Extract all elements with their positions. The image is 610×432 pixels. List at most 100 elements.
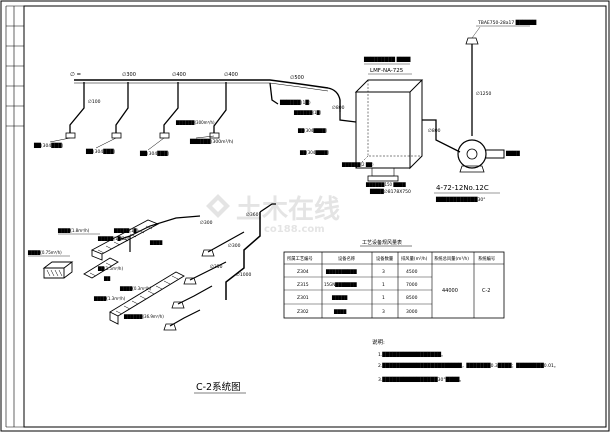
watermark-brand-cn: 土木在线 [236, 195, 340, 225]
svg-text:Z304: Z304 [297, 269, 309, 275]
svg-text:██████████: ██████████ [325, 269, 358, 274]
watermark-logo-icon [206, 194, 230, 218]
dust-collector-unit [354, 79, 424, 182]
label: ██(1.5m³/h) [97, 266, 123, 271]
watermark-brand-en: co188.com [264, 224, 325, 235]
workbench-upper [90, 219, 160, 261]
main-duct [74, 79, 329, 89]
label: ████(1.3m³/h) [93, 296, 126, 301]
svg-text:Z302: Z302 [297, 309, 309, 315]
table-header: 设备名称 [338, 255, 356, 262]
workbench-middle [83, 257, 119, 279]
svg-text:█████: █████ [331, 295, 348, 300]
inner-frame [23, 5, 607, 428]
table-row: Z302 ████ 3 3000 [297, 309, 418, 315]
branch-label: ██(304████) [299, 150, 330, 155]
label: ██████(36.9m³/h) [123, 314, 164, 319]
leg-label: ██(304███) [85, 148, 116, 155]
note-item: 3.████████████████30°████。 [378, 376, 464, 383]
svg-text:3: 3 [382, 309, 385, 315]
duct-to-fan [422, 119, 461, 153]
table-row: Z301 █████ 1 8500 [297, 295, 418, 301]
unit-top-label: █████████ ████ [363, 56, 411, 63]
branch-drops [65, 82, 279, 139]
label: █████(1█) [113, 228, 139, 233]
svg-text:3000: 3000 [406, 309, 418, 315]
table-header: 设备数量 [376, 255, 394, 262]
base-label: ██████150 ████ [365, 182, 407, 187]
label: ████(0.75m³/h) [27, 250, 62, 255]
label: ████ [149, 240, 163, 245]
pipe-label: ∅1250 [476, 91, 492, 97]
workbench-left [42, 261, 74, 279]
pipe-label: ∅800 [428, 128, 441, 134]
table-header: 排风量(m³/h) [401, 255, 428, 262]
fan-top-label: TBAE750-28a17 ██████ [477, 19, 537, 26]
equipment-table: 工艺设备规风量表 所属工艺编号 设备名称 设备数量 排风量(m³/h) 系统总风… [283, 239, 505, 319]
duct-to-unit [327, 87, 341, 112]
fan-model: 4-72-12No.12C [436, 184, 489, 192]
pipe-label: ∅100 [88, 99, 101, 105]
outlet-label: ████ [505, 150, 520, 157]
svg-text:1: 1 [382, 295, 385, 301]
lower-main-riser [225, 212, 261, 300]
pipe-label: ∅800 [332, 105, 345, 111]
size-label: ████∅8178X750 [369, 188, 411, 195]
upper-duct-system: ∅ = ∅300 ∅400 ∅400 ∅500 ∅100 ██████(1█) … [33, 19, 537, 203]
branch-label: ██████(1█) [279, 99, 311, 106]
svg-text:4500: 4500 [406, 269, 418, 275]
pipe-label: ∅500 [290, 75, 304, 81]
unit-label: LMF-NA-725 [370, 68, 404, 74]
pipe-label: ∅400 [224, 72, 238, 78]
svg-text:7000: 7000 [406, 282, 418, 288]
svg-text:1: 1 [382, 282, 385, 288]
table-title: 工艺设备规风量表 [362, 239, 402, 246]
pipe-label: ∅350 [210, 264, 223, 270]
fan-note: ████████████30° [435, 196, 486, 203]
workbench-bottom [109, 271, 185, 325]
svg-text:15GN███████: 15GN███████ [324, 282, 358, 287]
svg-text:8500: 8500 [406, 295, 418, 301]
branch-label: ██(304████) [297, 128, 328, 133]
table-header: 系统总风量(m³/h) [434, 255, 469, 262]
leg-label: ██(304███) [33, 142, 64, 149]
pipe-label: ∅200 [118, 236, 131, 242]
leg-label: ██████(300m³/h) [189, 138, 234, 145]
label: ████(1.8m³/h) [57, 228, 90, 233]
svg-text:3: 3 [382, 269, 385, 275]
unit-note-label: ██████(2 ██) [341, 162, 374, 167]
pipe-label: ∅360 [246, 212, 259, 218]
centrifugal-fan [457, 139, 505, 173]
table-row: Z304 ██████████ 3 4500 [297, 269, 418, 275]
left-title-strip [5, 5, 24, 428]
svg-text:Z301: Z301 [297, 295, 309, 301]
leg-label: ██(304███) [139, 150, 170, 157]
pipe-label: ∅400 [172, 72, 186, 78]
note-item: 1.█████████████████。 [378, 351, 446, 358]
svg-text:████: ████ [333, 309, 347, 314]
label: ████(0.3m³/h) [119, 286, 152, 291]
label: █████(1█) [97, 236, 123, 241]
notes-heading: 说明: [372, 338, 385, 346]
pipe-label: ∅300 [122, 72, 136, 78]
pipe-label: ∅300 [200, 220, 213, 226]
table-row: Z315 15GN███████ 1 7000 [297, 282, 418, 288]
top-label: ∅ = [70, 72, 82, 78]
pipe-label: ∅1000 [236, 272, 252, 278]
table-total: 44000 [442, 288, 458, 294]
label: ██ [103, 276, 111, 281]
note-item: 2.███████████████████████，███████0.3████… [378, 362, 558, 369]
lower-duct-system: ∅360 ∅300 ∅200 ∅300 ∅350 ∅1000 ████(1.8m… [27, 203, 276, 394]
branch-label: ██████(1█) [293, 110, 322, 115]
pipe-label: ∅300 [228, 243, 241, 249]
table-system: C-2 [482, 288, 490, 294]
table-header: 系统编号 [478, 255, 495, 262]
table-header: 所属工艺编号 [287, 255, 313, 262]
watermark: 土木在线 co188.com [206, 194, 340, 235]
branch-label: ██████(300m³/h) [175, 120, 215, 125]
svg-text:Z315: Z315 [297, 282, 309, 288]
lower-system-title: C-2系统图 [196, 381, 241, 393]
notes: 说明: 1.█████████████████。 2.█████████████… [372, 338, 558, 383]
